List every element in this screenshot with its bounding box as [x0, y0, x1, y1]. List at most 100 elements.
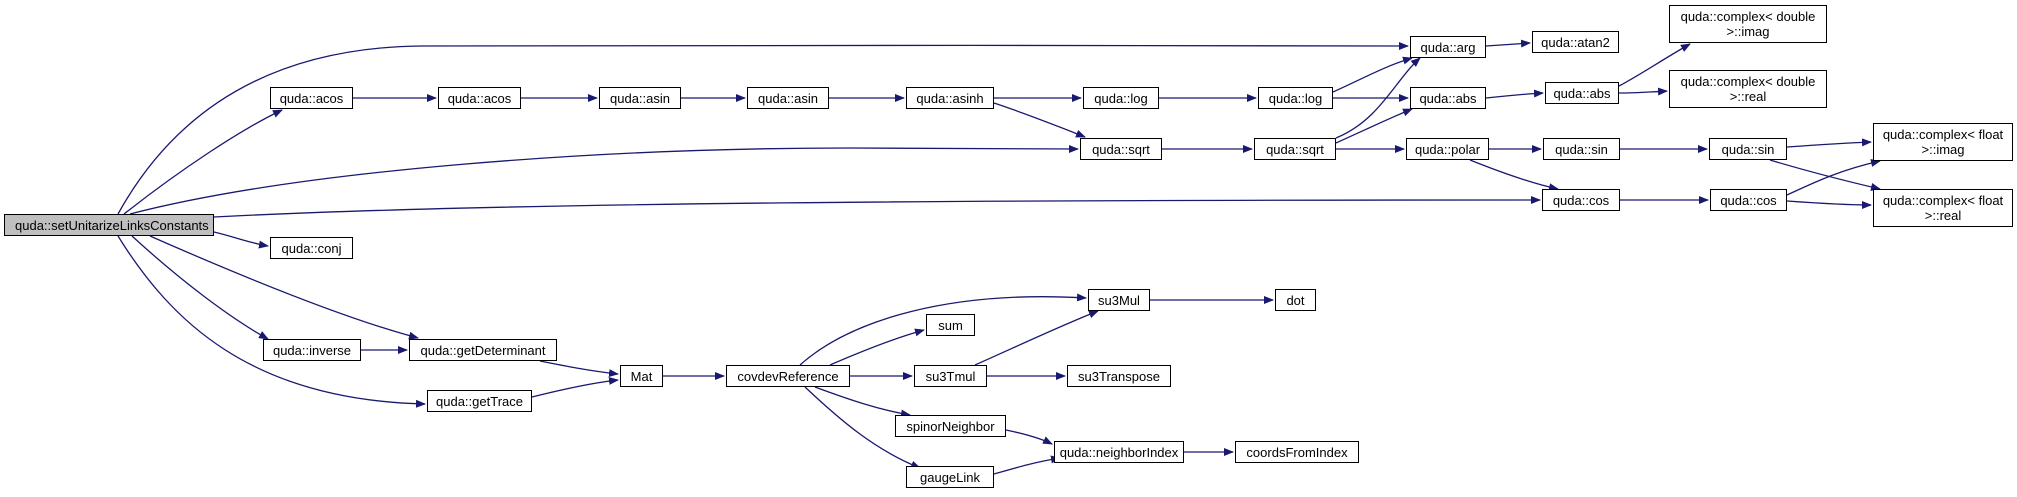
- node-label-line2: >::imag: [1726, 24, 1770, 39]
- node-label-line1: quda::complex< float: [1882, 127, 2004, 142]
- edge-cos2-cf_imag: [1786, 159, 1881, 196]
- node-label: spinorNeighbor: [906, 418, 995, 434]
- node-asinh[interactable]: quda::asinh: [906, 87, 994, 109]
- node-label: quda::getTrace: [436, 393, 523, 409]
- node-label: coordsFromIndex: [1246, 444, 1348, 460]
- edge-su3Tmul-su3Mul: [974, 310, 1099, 366]
- node-label: quda::asin: [610, 90, 670, 106]
- node-label: su3Tmul: [925, 368, 976, 384]
- node-sum[interactable]: sum: [926, 314, 975, 336]
- edge-covdev-spinorNeighbor: [814, 386, 911, 418]
- node-label-line2: >::imag: [1921, 142, 1965, 157]
- node-su3Transpose[interactable]: su3Transpose: [1067, 365, 1171, 387]
- node-label: quda::cos: [1720, 192, 1777, 208]
- node-covdevReference[interactable]: covdevReference: [726, 365, 850, 387]
- node-spinorNeighbor[interactable]: spinorNeighbor: [895, 415, 1006, 437]
- node-label-line2: >::real: [1924, 208, 1962, 223]
- node-acos-2[interactable]: quda::acos: [438, 87, 521, 109]
- node-cos-2[interactable]: quda::cos: [1710, 189, 1787, 211]
- edge-covdev-sum: [829, 328, 925, 366]
- edge-arg-atan2: [1485, 39, 1531, 48]
- node-label: quda::acos: [279, 90, 344, 106]
- edge-root-getTrace: [117, 235, 426, 408]
- edge-sqrt2-arg: [1335, 57, 1421, 139]
- node-arg[interactable]: quda::arg: [1410, 36, 1486, 58]
- edge-gaugeLink-neighborIndex: [993, 455, 1061, 475]
- node-conj[interactable]: quda::conj: [270, 237, 353, 259]
- edge-covdev-gaugeLink: [804, 386, 921, 469]
- node-label: quda::neighborIndex: [1059, 444, 1179, 460]
- node-label: quda::log: [1094, 90, 1148, 106]
- node-asin-2[interactable]: quda::asin: [747, 87, 829, 109]
- node-label: gaugeLink: [920, 469, 980, 485]
- node-complex-float-real[interactable]: quda::complex< float>::real: [1873, 189, 2013, 227]
- node-complex-double-imag[interactable]: quda::complex< double>::imag: [1669, 5, 1827, 43]
- node-su3Tmul[interactable]: su3Tmul: [914, 365, 987, 387]
- node-label: dot: [1286, 292, 1305, 308]
- node-label: quda::abs: [1553, 85, 1611, 101]
- edge-sqrt2-abs1: [1335, 108, 1413, 144]
- node-cos-1[interactable]: quda::cos: [1542, 189, 1620, 211]
- node-label: quda::asin: [758, 90, 818, 106]
- edge-log2-arg: [1332, 56, 1413, 93]
- node-label: quda::conj: [281, 240, 342, 256]
- node-label: quda::inverse: [272, 342, 352, 358]
- node-Mat[interactable]: Mat: [620, 365, 663, 387]
- node-label: quda::asinh: [916, 90, 984, 106]
- node-inverse[interactable]: quda::inverse: [263, 339, 361, 361]
- node-su3Mul[interactable]: su3Mul: [1088, 289, 1150, 311]
- node-dot[interactable]: dot: [1275, 289, 1316, 311]
- edge-covdev-su3Mul: [799, 293, 1087, 366]
- edge-cos2-cf_real: [1786, 200, 1872, 209]
- node-label-line1: quda::complex< double: [1680, 9, 1816, 24]
- node-label: su3Mul: [1098, 292, 1140, 308]
- node-acos-1[interactable]: quda::acos: [270, 87, 353, 109]
- node-neighborIndex[interactable]: quda::neighborIndex: [1054, 441, 1184, 463]
- edge-sin2-cf_imag: [1786, 138, 1872, 148]
- edge-root-getDeterminant: [149, 235, 419, 340]
- node-abs-2[interactable]: quda::abs: [1545, 82, 1619, 104]
- node-label: quda::cos: [1552, 192, 1610, 208]
- node-label-line1: quda::complex< double: [1680, 74, 1816, 89]
- node-label: su3Transpose: [1078, 368, 1160, 384]
- node-complex-double-real[interactable]: quda::complex< double>::real: [1669, 70, 1827, 108]
- node-label: quda::acos: [447, 90, 512, 106]
- edge-getDeterminant-Mat: [539, 360, 619, 378]
- node-polar[interactable]: quda::polar: [1406, 138, 1489, 160]
- node-log-1[interactable]: quda::log: [1083, 87, 1159, 109]
- node-getTrace[interactable]: quda::getTrace: [427, 390, 532, 412]
- node-label: quda::sqrt: [1266, 141, 1324, 157]
- node-label: covdevReference: [737, 368, 839, 384]
- node-asin-1[interactable]: quda::asin: [599, 87, 681, 109]
- node-coordsFromIndex[interactable]: coordsFromIndex: [1235, 441, 1359, 463]
- node-sin-1[interactable]: quda::sin: [1543, 138, 1620, 160]
- node-complex-float-imag[interactable]: quda::complex< float>::imag: [1873, 123, 2013, 161]
- node-setUnitarizeLinksConstants: quda::setUnitarizeLinksConstants: [4, 214, 214, 236]
- node-abs-1[interactable]: quda::abs: [1410, 87, 1486, 109]
- edge-polar-cos1: [1469, 159, 1559, 192]
- node-label-line1: quda::complex< float: [1882, 193, 2004, 208]
- edge-abs2-cd_imag: [1618, 43, 1691, 87]
- node-label: quda::abs: [1419, 90, 1477, 106]
- node-log-2[interactable]: quda::log: [1258, 87, 1333, 109]
- edge-root-sqrt1: [129, 144, 1079, 215]
- edge-root-arg: [117, 41, 1409, 215]
- node-label: quda::sin: [1721, 141, 1775, 157]
- node-label: sum: [938, 317, 963, 333]
- node-label: quda::sqrt: [1092, 141, 1150, 157]
- edge-asinh-sqrt1: [993, 102, 1086, 138]
- node-gaugeLink[interactable]: gaugeLink: [906, 466, 994, 488]
- node-label: quda::sin: [1555, 141, 1608, 157]
- node-sqrt-2[interactable]: quda::sqrt: [1254, 138, 1336, 160]
- edge-getTrace-Mat: [531, 376, 619, 398]
- node-getDeterminant[interactable]: quda::getDeterminant: [409, 339, 557, 361]
- edge-abs2-cd_real: [1618, 87, 1668, 96]
- node-atan2[interactable]: quda::atan2: [1532, 31, 1619, 53]
- node-sqrt-1[interactable]: quda::sqrt: [1080, 138, 1162, 160]
- edge-abs1-abs2: [1485, 89, 1544, 99]
- node-sin-2[interactable]: quda::sin: [1709, 138, 1787, 160]
- node-label: quda::arg: [1420, 39, 1476, 55]
- edge-root-cos1: [213, 196, 1541, 218]
